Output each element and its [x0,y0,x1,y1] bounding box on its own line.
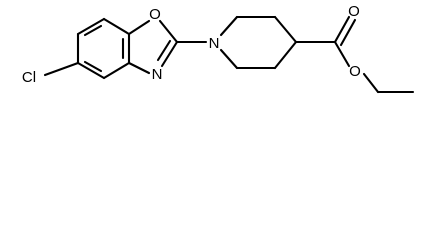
atom-label-ester-oxygen: O [349,63,361,80]
bond-c4-c3a [102,61,131,80]
bond-c2-n3 [160,40,179,68]
bond-n3-c3a [127,61,151,75]
bond-c5-c4-inner [83,60,103,73]
bond-c4p-c5p [273,40,298,70]
bond-c6p-n1 [219,48,239,70]
bond-c5-c4 [76,61,106,80]
bond-c7-c6-inner [83,24,103,37]
bond-c7a-c7 [102,17,131,36]
bond-o-ethyl-ch2 [362,72,380,94]
bond-n1-c2p [219,15,239,37]
atom-label-chlorine: Cl [22,69,36,86]
bond-carbonyl-o-double-a [333,15,351,44]
atom-label-oxazole-nitrogen: N [152,66,163,83]
bond-c2-n3-inner [156,39,172,62]
piperidine-ring [219,15,298,70]
oxazole-ring [127,19,179,75]
atom-label-carbonyl-oxygen: O [348,3,360,20]
atom-label-oxazole-oxygen: O [149,6,161,23]
bond-c5-cl [43,61,80,77]
bond-c3p-c4p [273,15,298,44]
bond-c7a-o1 [127,19,151,36]
benzene-ring [76,17,131,80]
bond-o1-c2 [158,19,179,44]
ester-group [294,15,415,94]
bond-carbonyl-o-double-b [339,18,357,47]
atom-label-piperidine-nitrogen: N [209,35,220,52]
bond-c7-c6 [76,17,106,36]
bond-carbonyl-o-ester [333,40,351,68]
molecule-structure-diagram: Cl O N N O O [22,3,415,94]
